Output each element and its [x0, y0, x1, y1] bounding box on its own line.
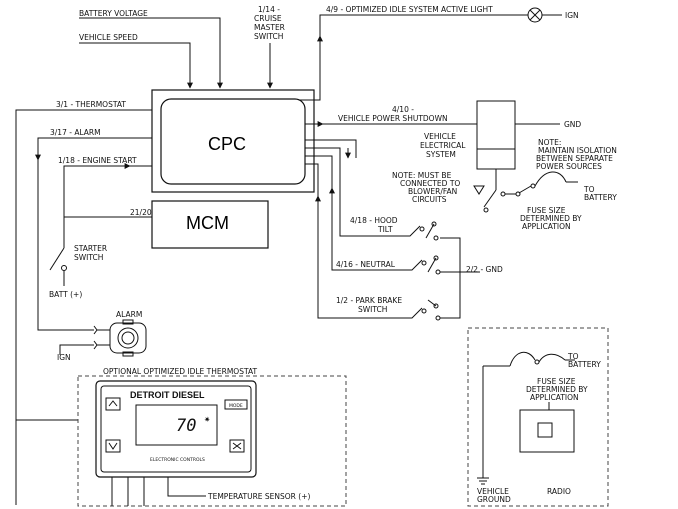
lcd-display	[135, 404, 218, 446]
to-battery-1a: TO	[583, 185, 595, 194]
input-battery-voltage: BATTERY VOLTAGE	[79, 9, 223, 89]
sun-icon: ✷	[204, 415, 210, 424]
idle-light-label: 4/9 - OPTIMIZED IDLE SYSTEM ACTIVE LIGHT	[326, 5, 493, 14]
mcm-wire-label: 21/20	[130, 208, 152, 217]
alarm-wire-label: 3/17 - ALARM	[50, 128, 101, 137]
thermostat-panel: OPTIONAL OPTIMIZED IDLE THERMOSTAT DETRO…	[77, 367, 347, 507]
isolation-note-2: MAINTAIN ISOLATION	[538, 146, 617, 155]
fuse-note-1b: DETERMINED BY	[520, 214, 582, 223]
power-shutdown-circuit: 4/10 - VEHICLE POWER SHUTDOWN GND VEHICL…	[305, 100, 617, 171]
starter-label-1: STARTER	[74, 244, 107, 253]
park-brake-label-1: 1/2 - PARK BRAKE	[336, 296, 402, 305]
fuse-note-1c: APPLICATION	[522, 222, 571, 231]
cpc-label: CPC	[208, 134, 246, 154]
park-brake-switch: 1/2 - PARK BRAKE SWITCH	[336, 296, 441, 321]
radio-label: RADIO	[547, 487, 571, 496]
hood-tilt-switch: 4/18 - HOOD TILT	[350, 216, 439, 241]
lcd-temperature: 70	[176, 416, 196, 436]
input-vehicle-speed: VEHICLE SPEED	[79, 33, 193, 89]
cruise-label-2: CRUISE	[254, 14, 282, 23]
neutral-switch: 4/16 - NEUTRAL	[336, 255, 441, 275]
engine-start-circuit: 1/18 - ENGINE START	[58, 156, 152, 248]
down-button[interactable]	[105, 439, 121, 453]
vehicle-ground-label-1: VEHICLE	[477, 487, 509, 496]
blower-note-4: CIRCUITS	[412, 195, 447, 204]
hood-tilt-label-1: 4/18 - HOOD	[350, 216, 398, 225]
neutral-label: 4/16 - NEUTRAL	[336, 260, 396, 269]
input-cruise-switch: 1/14 - CRUISE MASTER SWITCH	[254, 5, 285, 89]
cpc-right-wires	[305, 139, 400, 319]
to-battery-2a: TO	[567, 352, 579, 361]
isolation-note-4: POWER SOURCES	[536, 162, 602, 171]
radio-panel: TO BATTERY FUSE SIZE DETERMINED BY APPLI…	[467, 327, 609, 507]
shutdown-label-1: 4/10 -	[392, 105, 414, 114]
electrical-system-label-1: VEHICLE	[424, 132, 456, 141]
fan-icon	[232, 442, 242, 450]
electrical-system-label-2: ELECTRICAL	[420, 141, 466, 150]
thermostat-circuit: 3/1 - THERMOSTAT	[15, 100, 152, 505]
blower-note-3: BLOWER/FAN	[408, 187, 457, 196]
engine-start-label: 1/18 - ENGINE START	[58, 156, 137, 165]
brand-label: DETROIT DIESEL	[130, 390, 205, 400]
vehicle-ground-label-2: GROUND	[477, 495, 511, 504]
cruise-label-1: 1/14 -	[258, 5, 280, 14]
to-battery-2b: BATTERY	[568, 360, 601, 369]
mode-button[interactable]	[224, 399, 248, 410]
down-arrow-icon	[108, 442, 118, 450]
blower-note-1: NOTE: MUST BE	[392, 171, 452, 180]
switch-ground-bus: 2/2 - GND	[440, 237, 503, 319]
mode-button-label: MODE	[229, 403, 243, 409]
thermostat-wire-label: 3/1 - THERMOSTAT	[56, 100, 126, 109]
starter-label-2: SWITCH	[74, 253, 103, 262]
fuse-note-2a: FUSE SIZE	[537, 377, 576, 386]
to-battery-1b: BATTERY	[584, 193, 617, 202]
temperature-sensor-label: TEMPERATURE SENSOR (+)	[207, 492, 310, 501]
isolation-note-1: NOTE:	[538, 138, 561, 147]
shutdown-label-2: VEHICLE POWER SHUTDOWN	[338, 114, 448, 123]
thermostat-title: OPTIONAL OPTIMIZED IDLE THERMOSTAT	[103, 367, 258, 376]
electrical-system-label-3: SYSTEM	[426, 150, 456, 159]
cruise-label-3: MASTER	[254, 23, 285, 32]
mcm-block: MCM 21/20	[130, 200, 269, 249]
alarm-label: ALARM	[116, 310, 142, 319]
thermostat-device	[95, 380, 257, 478]
lamp-ign-label: IGN	[565, 11, 579, 20]
thermostat-subtitle: ELECTRONIC CONTROLS	[150, 457, 205, 463]
batt-label: BATT (+)	[49, 290, 82, 299]
up-button[interactable]	[105, 397, 121, 411]
fuse-note-2b: DETERMINED BY	[526, 385, 588, 394]
fan-button[interactable]	[229, 439, 245, 453]
blower-note-2: CONNECTED TO	[400, 179, 460, 188]
park-brake-label-2: SWITCH	[358, 305, 387, 314]
alarm-ign-label: IGN	[57, 353, 71, 362]
isolation-note-3: BETWEEN SEPARATE	[536, 154, 613, 163]
switch-gnd-label: 2/2 - GND	[466, 265, 503, 274]
cpc-block: CPC	[151, 89, 315, 193]
battery-voltage-label: BATTERY VOLTAGE	[79, 9, 148, 18]
alarm-device: ALARM IGN	[57, 310, 147, 362]
blower-fuse-circuit: NOTE: MUST BE CONNECTED TO BLOWER/FAN CI…	[392, 169, 617, 231]
vehicle-electrical-system-box	[476, 100, 516, 150]
radio-box	[519, 409, 575, 453]
mcm-label: MCM	[186, 213, 229, 233]
starter-switch: STARTER SWITCH BATT (+)	[49, 244, 107, 299]
fuse-note-2c: APPLICATION	[530, 393, 579, 402]
vehicle-speed-label: VEHICLE SPEED	[79, 33, 138, 42]
up-arrow-icon	[108, 400, 118, 407]
idle-active-light: 4/9 - OPTIMIZED IDLE SYSTEM ACTIVE LIGHT…	[300, 5, 579, 101]
hood-tilt-label-2: TILT	[377, 225, 393, 234]
cruise-label-4: SWITCH	[254, 32, 283, 41]
shutdown-gnd-label: GND	[564, 120, 581, 129]
fuse-note-1a: FUSE SIZE	[527, 206, 566, 215]
alarm-circuit: 3/17 - ALARM	[35, 128, 152, 331]
